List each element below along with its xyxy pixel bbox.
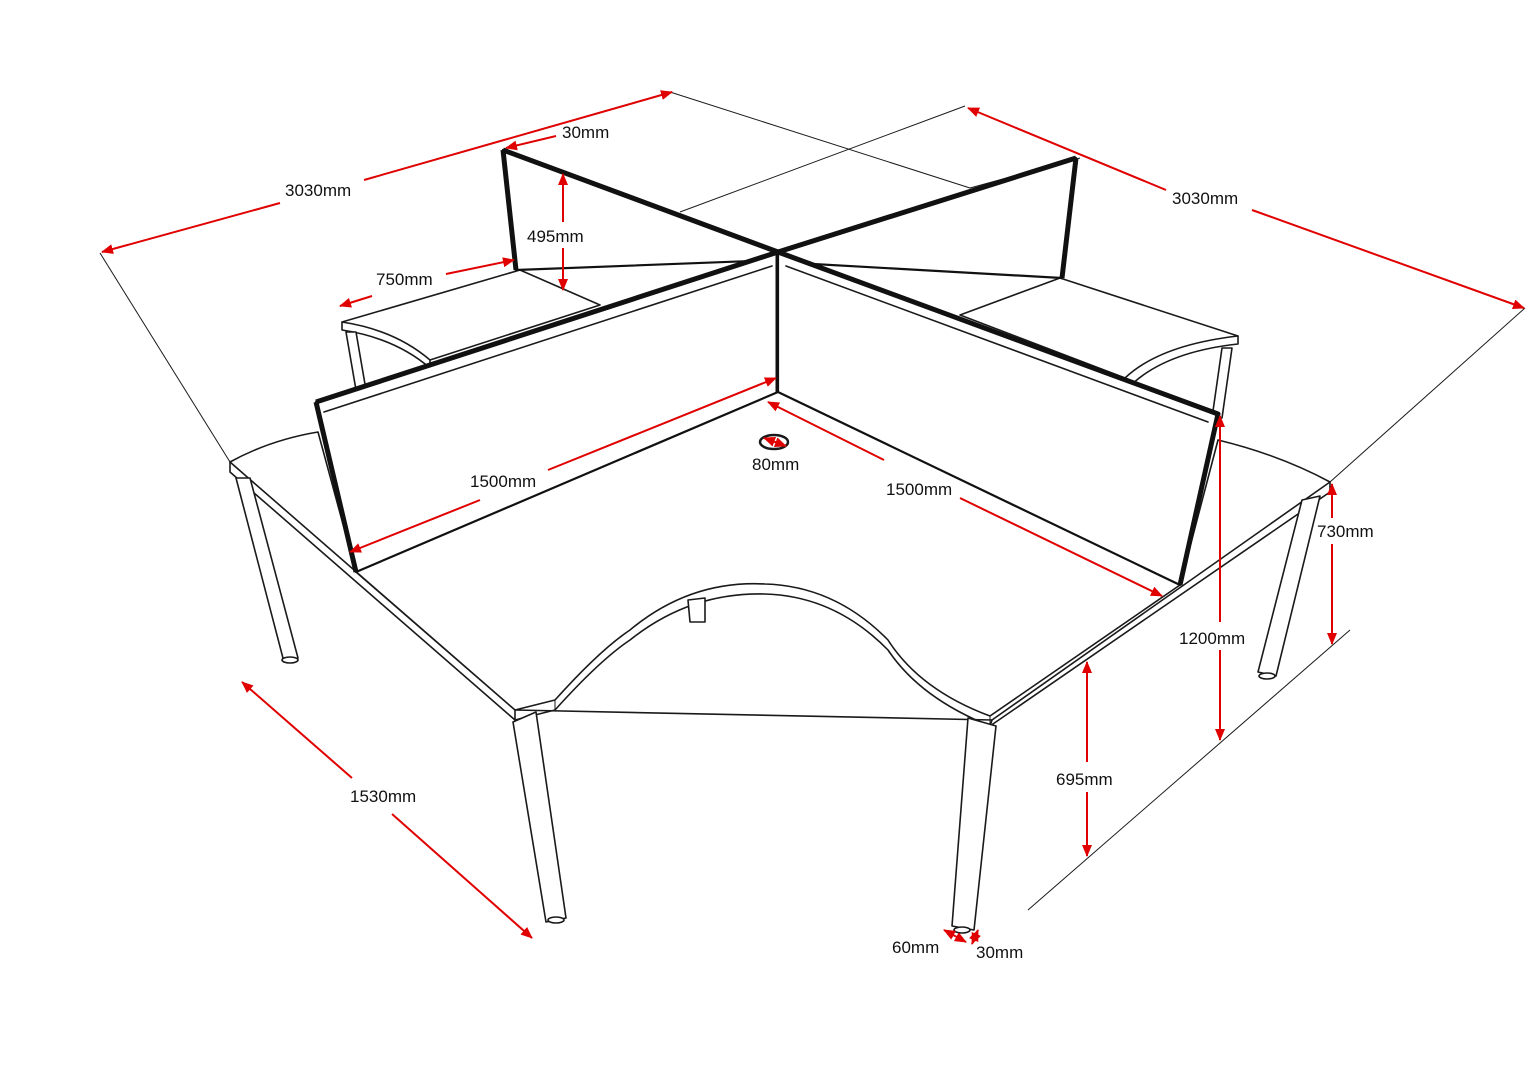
leg-front-centre-right <box>951 717 997 931</box>
dimension-labels: 3030mm 3030mm 30mm 495mm 750mm 1500mm 80… <box>285 123 1374 962</box>
dimension-arrows <box>101 90 1525 945</box>
label-leg-width: 60mm <box>892 938 939 957</box>
label-leg-depth: 30mm <box>976 943 1023 962</box>
label-return-depth: 750mm <box>376 270 433 289</box>
leg-centre-back <box>687 597 706 623</box>
label-cable-port: 80mm <box>752 455 799 474</box>
label-overall-width-left: 3030mm <box>285 181 351 200</box>
label-knee-clearance: 695mm <box>1056 770 1113 789</box>
label-desk-height: 730mm <box>1317 522 1374 541</box>
label-desk-depth: 1530mm <box>350 787 416 806</box>
screen-back-left <box>501 148 780 272</box>
label-total-height: 1200mm <box>1179 629 1245 648</box>
privacy-screens <box>313 147 1221 587</box>
footprint-extension-lines <box>99 91 1526 911</box>
back-left-desk <box>341 269 601 391</box>
cable-port <box>758 433 790 451</box>
leg-front-left <box>235 477 299 663</box>
label-desk-length-left: 1500mm <box>470 472 536 491</box>
label-overall-width-right: 3030mm <box>1172 189 1238 208</box>
label-screen-thickness: 30mm <box>562 123 609 142</box>
label-screen-height: 495mm <box>527 227 584 246</box>
label-desk-length-right: 1500mm <box>886 480 952 499</box>
screen-back-right <box>776 156 1078 280</box>
leg-front-centre-left <box>512 711 567 923</box>
leg-front-right <box>1257 495 1321 677</box>
